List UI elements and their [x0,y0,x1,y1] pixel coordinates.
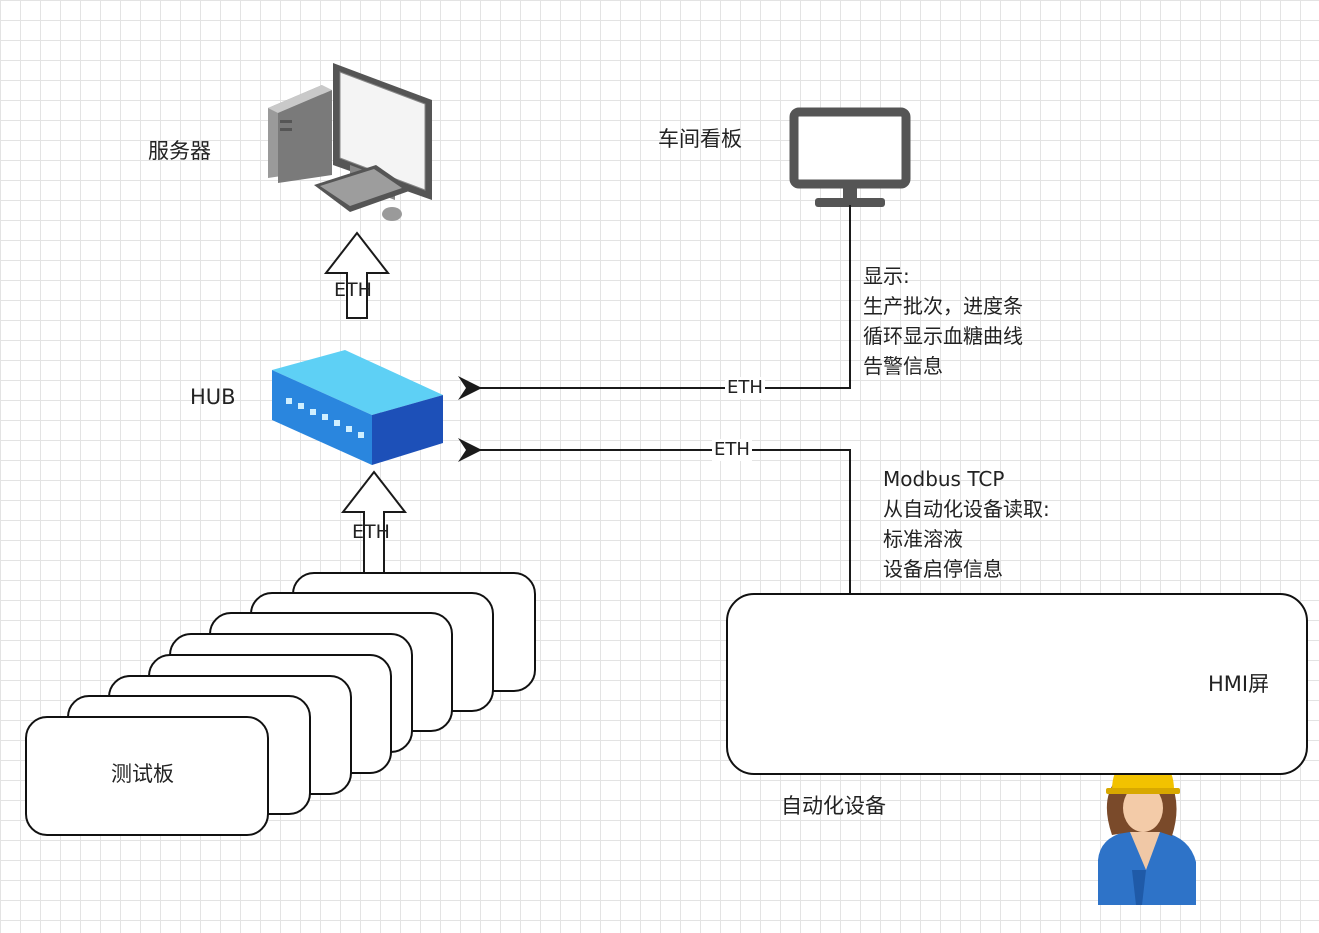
note-line: 循环显示血糖曲线 [863,324,1023,348]
note-line: 生产批次，进度条 [863,294,1023,318]
eth-label-dashboard-to-hub: ETH [725,377,765,399]
automation-device-box[interactable] [726,593,1308,775]
dashboard-label: 车间看板 [658,127,742,151]
eth-label-board-to-hub: ETH [352,521,390,543]
eth-label-device-to-hub: ETH [712,439,752,461]
device-to-hub-connector [458,438,851,593]
dashboard-note: 显示: 生产批次，进度条 循环显示血糖曲线 告警信息 [863,261,1023,381]
note-line: 设备启停信息 [883,557,1003,581]
dashboard-to-hub-connector [458,205,851,400]
hub-to-server-arrow [323,231,391,319]
eth-label-hub-to-server: ETH [334,279,372,301]
automation-device-label: 自动化设备 [781,794,886,818]
note-line: 显示: [863,264,910,288]
server-icon [268,63,432,221]
dashboard-monitor-icon [789,107,911,207]
test-board-front[interactable]: 测试板 [25,716,269,836]
note-line: 标准溶液 [883,527,963,551]
test-board-label: 测试板 [111,762,174,786]
note-line: 从自动化设备读取: [883,497,1050,521]
device-note: Modbus TCP 从自动化设备读取: 标准溶液 设备启停信息 [883,464,1050,584]
server-label: 服务器 [148,139,211,163]
note-line: 告警信息 [863,354,943,378]
operator-worker-icon [1098,756,1196,905]
hub-icon [272,350,443,465]
note-line: Modbus TCP [883,467,1005,491]
hmi-label: HMI屏 [1208,672,1270,696]
hub-label: HUB [190,385,236,409]
